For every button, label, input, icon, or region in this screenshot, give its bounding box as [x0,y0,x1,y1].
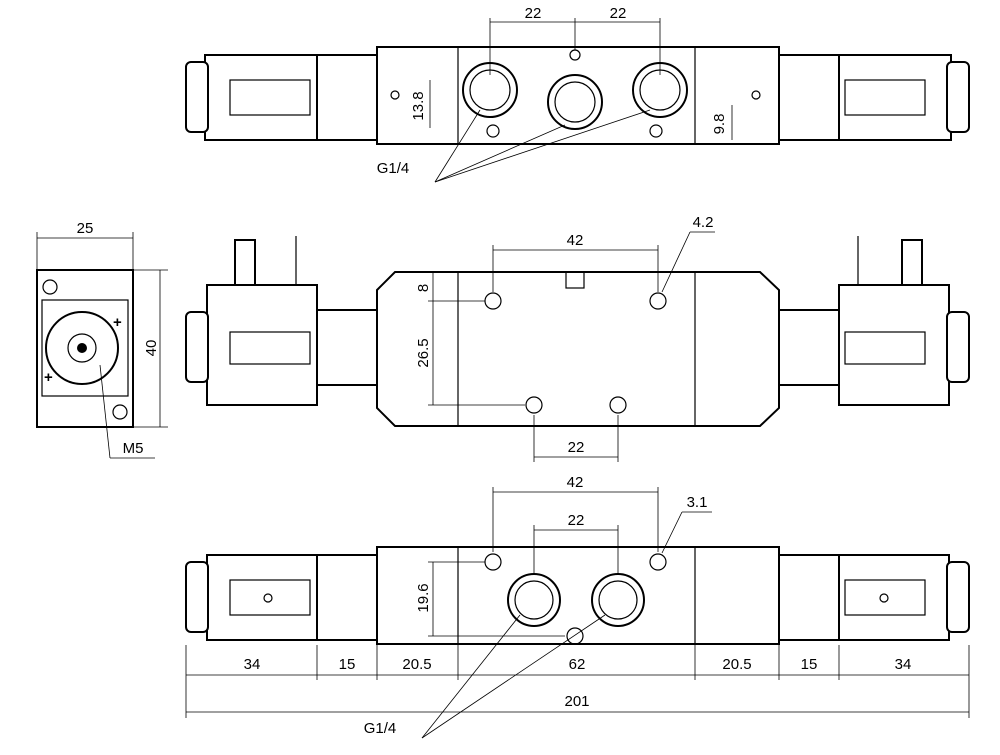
front-right-solenoid [838,284,950,406]
dim-seg-62: 62 [569,656,586,673]
left-solenoid-cap [185,61,209,133]
left-solenoid-body [204,54,318,141]
dim-seg-34-left: 34 [244,656,261,673]
dim-seg-15-left: 15 [339,656,356,673]
dim-19-6: 19.6 [415,583,432,612]
top-view: 22 22 13.8 9.8 G1/4 [185,5,970,183]
dim-22-front: 22 [568,439,585,456]
right-solenoid-body [838,54,952,141]
bottom-left-solenoid [206,554,318,641]
bottom-port-left [507,573,561,627]
bottom-view: 42 22 3.1 19.6 G1/4 [185,474,970,739]
dim-8: 8 [415,284,432,292]
g14-label-top: G1/4 [377,160,410,177]
dim-22-top-left: 22 [525,5,542,22]
bottom-right-solenoid [838,554,950,641]
dim-3-1: 3.1 [687,494,708,511]
dim-9-8: 9.8 [711,114,728,135]
front-view: 42 4.2 8 26.5 22 [185,214,970,462]
dim-42-bottom: 42 [567,474,584,491]
side-view: 25 + + 40 M5 [36,220,168,459]
dim-total-201: 201 [564,693,589,710]
dim-22-top-right: 22 [610,5,627,22]
m5-label: M5 [123,440,144,457]
dim-26-5: 26.5 [415,338,432,367]
left-solenoid-stem [229,79,311,116]
dim-4-2: 4.2 [693,214,714,231]
dim-22-bottom: 22 [568,512,585,529]
dim-seg-15-right: 15 [801,656,818,673]
right-solenoid-cap [946,61,970,133]
dim-seg-34-right: 34 [895,656,912,673]
dim-seg-20-5-right: 20.5 [722,656,751,673]
svg-text:+: + [44,369,53,386]
dim-25: 25 [77,220,94,237]
svg-text:+: + [113,314,122,331]
dim-40: 40 [143,340,160,357]
dim-13-8: 13.8 [410,91,427,120]
dim-42-front: 42 [567,232,584,249]
right-adapter [778,54,840,141]
valve-body-front [376,271,780,427]
left-adapter [316,54,378,141]
g14-label-bottom: G1/4 [364,720,397,737]
front-left-solenoid [206,284,318,406]
port-center [547,74,603,130]
dim-seg-20-5-left: 20.5 [402,656,431,673]
valve-body-bottom [376,546,780,645]
overall-dimension-chain: 34 15 20.5 62 20.5 15 34 201 [185,645,970,718]
